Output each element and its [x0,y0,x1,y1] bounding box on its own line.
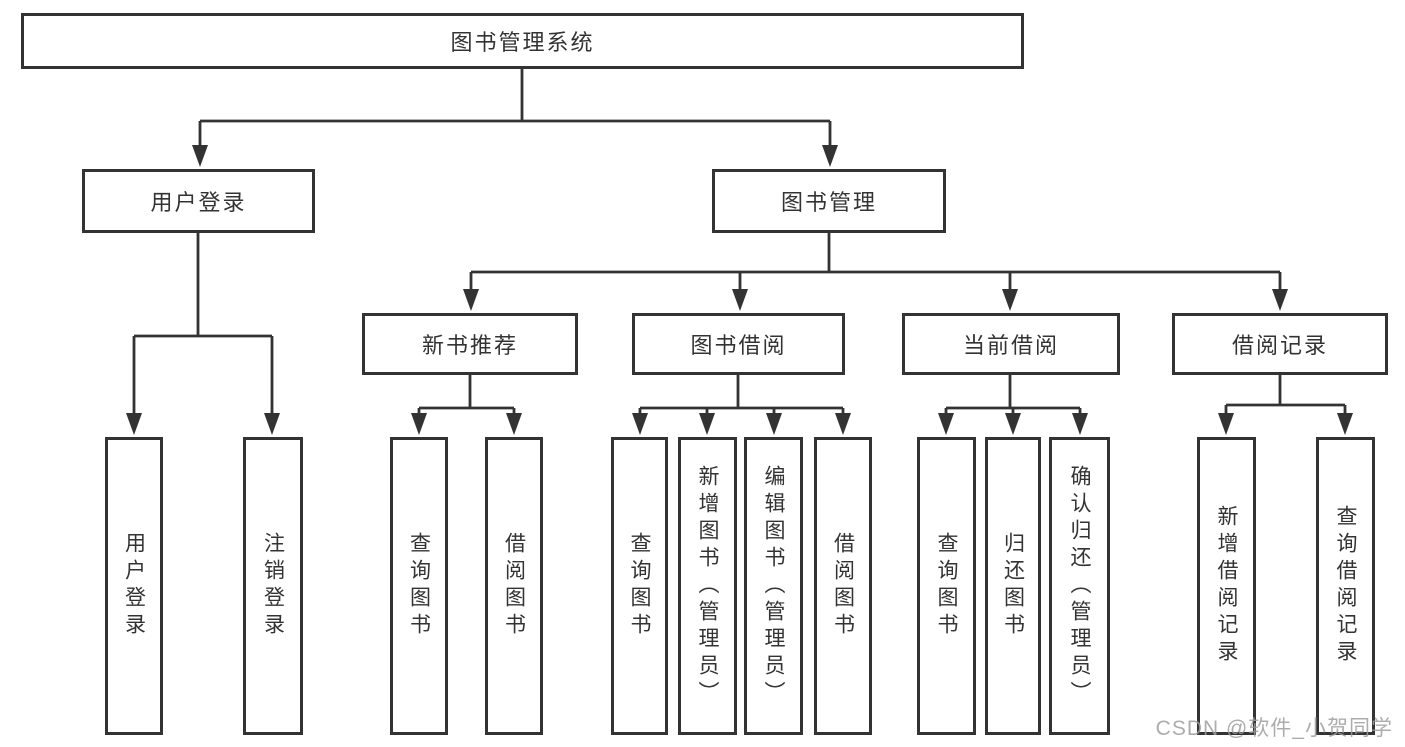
leaf-current-query-books: 查询图书 [917,437,976,735]
leaf-borrow-add-books-admin-label: 新增图书（管理员） [696,464,719,708]
leaf-borrow-edit-books-admin: 编辑图书（管理员） [744,437,803,735]
leaf-new-borrow-books: 借阅图书 [485,437,543,735]
leaf-current-confirm-return-admin-label: 确认归还（管理员） [1068,464,1091,708]
node-library-management-system: 图书管理系统 [21,13,1024,69]
leaf-records-add-record-label: 新增借阅记录 [1215,505,1238,667]
leaf-records-query-record-label: 查询借阅记录 [1334,505,1357,667]
node-borrowing-records: 借阅记录 [1172,313,1388,375]
leaf-new-query-books-label: 查询图书 [407,532,431,640]
leaf-user-login-label: 用户登录 [122,532,146,640]
leaf-borrow-query-books: 查询图书 [611,437,668,735]
leaf-borrow-borrow-books-label: 借阅图书 [831,532,855,640]
csdn-watermark: CSDN @软件_小贺同学 [1155,717,1393,740]
node-book-management: 图书管理 [712,169,946,233]
leaf-logout: 注销登录 [243,437,303,735]
leaf-current-query-books-label: 查询图书 [935,532,958,640]
leaf-new-query-books: 查询图书 [390,437,448,735]
leaf-current-return-books-label: 归还图书 [1001,532,1025,640]
leaf-current-confirm-return-admin: 确认归还（管理员） [1049,437,1110,735]
leaf-borrow-add-books-admin: 新增图书（管理员） [678,437,737,735]
leaf-current-return-books: 归还图书 [985,437,1041,735]
leaf-records-add-record: 新增借阅记录 [1197,437,1256,735]
node-new-book-recommend: 新书推荐 [362,313,578,375]
node-book-borrowing: 图书借阅 [632,313,845,375]
leaf-borrow-edit-books-admin-label: 编辑图书（管理员） [762,464,785,708]
leaf-records-query-record: 查询借阅记录 [1316,437,1375,735]
leaf-user-login: 用户登录 [105,437,163,735]
node-current-borrowing: 当前借阅 [902,313,1120,375]
leaf-borrow-query-books-label: 查询图书 [628,532,651,640]
leaf-logout-label: 注销登录 [261,532,285,640]
leaf-borrow-borrow-books: 借阅图书 [814,437,872,735]
leaf-new-borrow-books-label: 借阅图书 [502,532,526,640]
node-user-login: 用户登录 [82,169,315,233]
